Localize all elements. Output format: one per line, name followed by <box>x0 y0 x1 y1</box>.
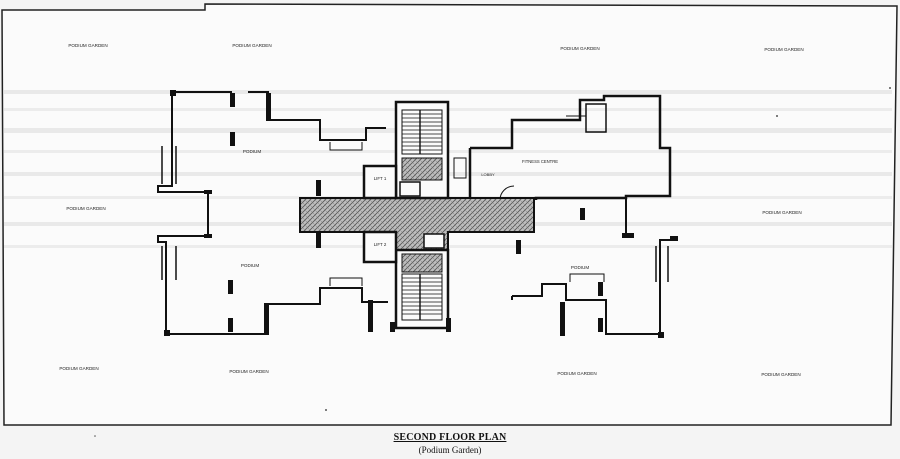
podium-garden-label-2: PODIUM GARDEN <box>232 43 271 48</box>
podium-garden-label-1: PODIUM GARDEN <box>68 43 107 48</box>
right-wing-columns <box>516 208 678 338</box>
lift-1-label: LIFT 1 <box>374 176 387 181</box>
podium-garden-label-6: PODIUM GARDEN <box>762 210 801 215</box>
core-columns <box>368 300 451 332</box>
lobby-label: LOBBY <box>481 172 495 177</box>
fitness-centre-room <box>468 94 672 200</box>
plan-subtitle: (Podium Garden) <box>418 445 482 455</box>
podium-label-2: PODIUM <box>241 263 260 268</box>
podium-garden-label-3: PODIUM GARDEN <box>560 46 599 51</box>
lift-1-shaft <box>362 164 398 200</box>
central-core <box>299 100 535 330</box>
plan-title: SECOND FLOOR PLAN <box>393 432 507 443</box>
lift-2-shaft <box>362 230 398 264</box>
podium-garden-label-5: PODIUM GARDEN <box>66 206 105 211</box>
podium-garden-label-9: PODIUM GARDEN <box>557 371 596 376</box>
podium-label-3: PODIUM <box>571 265 590 270</box>
podium-garden-label-10: PODIUM GARDEN <box>761 372 800 377</box>
left-wing-columns <box>164 90 321 336</box>
fitness-centre-label: FITNESS CENTRE <box>522 159 558 164</box>
scan-specks <box>94 87 891 437</box>
podium-garden-label-8: PODIUM GARDEN <box>229 369 268 374</box>
podium-label-1: PODIUM <box>243 149 262 154</box>
podium-garden-label-4: PODIUM GARDEN <box>764 47 803 52</box>
room-labels: PODIUM GARDEN PODIUM GARDEN PODIUM GARDE… <box>59 43 803 377</box>
podium-garden-label-7: PODIUM GARDEN <box>59 366 98 371</box>
lift-2-label: LIFT 2 <box>374 242 387 247</box>
